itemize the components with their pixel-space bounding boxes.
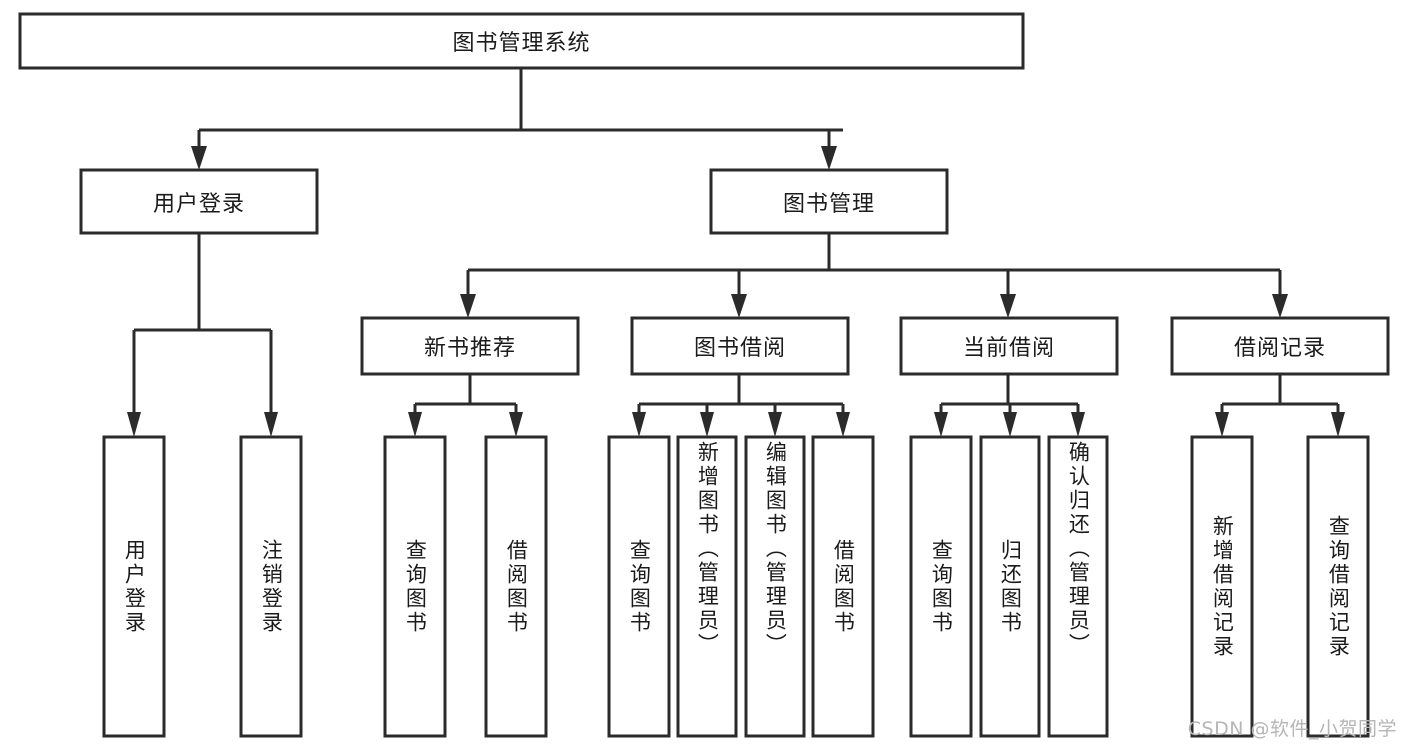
connector-group-root <box>191 68 843 170</box>
leaf-nbr-borrow-book-label: 借阅图书 <box>504 538 529 635</box>
node-current-borrow[interactable] <box>899 316 1119 376</box>
leaf-br-add-record[interactable] <box>1190 435 1254 738</box>
node-book-manage-label-wrap: 图书管理 <box>782 191 875 217</box>
leaf-br-query-record-wrap: 查询借阅记录 <box>1326 514 1351 659</box>
arrow-head-leaf-nbr-borrow <box>509 412 523 437</box>
leaf-bb-add-book-wrap: 新增图书（管理员） <box>695 441 720 657</box>
node-current-borrow-label: 当前借阅 <box>962 336 1055 361</box>
node-root-system[interactable] <box>18 12 1025 70</box>
leaf-user-login-logout[interactable] <box>239 435 303 738</box>
leaf-user-login-login[interactable] <box>102 435 166 738</box>
arrow-head-leaf-br-query <box>1331 412 1345 437</box>
leaf-cb-return-book[interactable] <box>979 435 1041 738</box>
node-user-login-label-wrap: 用户登录 <box>152 191 245 217</box>
node-borrow-record-label-wrap: 借阅记录 <box>1233 336 1326 361</box>
leaf-user-login-login-label: 用户登录 <box>122 538 147 635</box>
node-borrow-record-label: 借阅记录 <box>1233 336 1326 361</box>
node-borrow-record[interactable] <box>1170 316 1390 376</box>
connector-group-new-book-recommend <box>408 374 523 437</box>
arrow-head-new-book-recommend <box>460 294 476 318</box>
leaf-cb-return-book-wrap: 归还图书 <box>998 538 1023 635</box>
arrow-head-leaf-cb-confirm <box>1071 412 1085 437</box>
leaf-user-login-logout-wrap: 注销登录 <box>259 538 284 635</box>
leaf-cb-query-book-wrap: 查询图书 <box>929 538 954 635</box>
leaf-bb-borrow-book[interactable] <box>811 435 875 738</box>
connector-group-book-manage <box>460 233 1288 318</box>
leaf-bb-borrow-book-wrap: 借阅图书 <box>831 538 856 635</box>
arrow-head-book-manage <box>821 146 837 170</box>
arrow-head-leaf-bb-add <box>700 412 714 437</box>
node-book-manage[interactable] <box>709 168 949 235</box>
leaf-cb-query-book-label: 查询图书 <box>929 538 954 635</box>
leaf-bb-edit-book-label: 编辑图书（管理员） <box>763 441 788 657</box>
arrow-head-leaf-cb-return <box>1003 412 1017 437</box>
leaf-br-query-record[interactable] <box>1306 435 1370 738</box>
arrow-head-book-borrow <box>731 294 747 318</box>
leaf-bb-edit-book-wrap: 编辑图书（管理员） <box>763 441 788 657</box>
arrow-head-leaf-cb-query <box>934 412 948 437</box>
arrow-head-leaf-user-login <box>127 412 141 437</box>
node-user-login-label: 用户登录 <box>152 191 245 217</box>
leaf-nbr-borrow-book[interactable] <box>484 435 548 738</box>
connector-group-borrow-record <box>1215 374 1345 437</box>
leaf-bb-add-book[interactable] <box>676 435 738 738</box>
leaf-bb-query-book-label: 查询图书 <box>627 538 652 635</box>
arrow-head-leaf-br-add <box>1215 412 1229 437</box>
leaf-br-query-record-label: 查询借阅记录 <box>1326 514 1351 659</box>
leaf-cb-query-book[interactable] <box>909 435 973 738</box>
arrow-head-borrow-record <box>1272 294 1288 318</box>
leaf-user-login-login-wrap: 用户登录 <box>122 538 147 635</box>
leaf-br-add-record-label: 新增借阅记录 <box>1210 514 1235 659</box>
arrow-head-current-borrow <box>1000 294 1016 318</box>
leaf-user-login-logout-label: 注销登录 <box>259 538 284 635</box>
node-root-system-label-wrap: 图书管理系统 <box>452 31 591 56</box>
node-user-login[interactable] <box>79 168 319 235</box>
leaf-cb-return-book-label: 归还图书 <box>998 538 1023 635</box>
connector-group-current-borrow <box>934 374 1085 437</box>
leaf-bb-query-book[interactable] <box>607 435 671 738</box>
node-new-book-recommend-label-wrap: 新书推荐 <box>423 336 516 361</box>
node-book-borrow[interactable] <box>630 316 850 376</box>
leaf-nbr-query-book-wrap: 查询图书 <box>403 538 428 635</box>
node-root-system-label: 图书管理系统 <box>452 31 591 56</box>
arrow-head-leaf-bb-edit <box>768 412 782 437</box>
node-new-book-recommend[interactable] <box>360 316 580 376</box>
leaf-nbr-query-book-label: 查询图书 <box>403 538 428 635</box>
connector-group-user-login <box>127 233 278 437</box>
leaf-bb-borrow-book-label: 借阅图书 <box>831 538 856 635</box>
leaf-nbr-query-book[interactable] <box>383 435 447 738</box>
leaf-cb-confirm-return-label: 确认归还（管理员） <box>1066 441 1091 657</box>
leaf-bb-add-book-label: 新增图书（管理员） <box>695 441 720 657</box>
leaf-br-add-record-wrap: 新增借阅记录 <box>1210 514 1235 659</box>
arrow-head-leaf-bb-borrow <box>836 412 850 437</box>
arrow-head-user-login <box>191 146 207 170</box>
node-book-manage-label: 图书管理 <box>782 191 875 217</box>
node-current-borrow-label-wrap: 当前借阅 <box>962 336 1055 361</box>
connector-group-book-borrow <box>632 374 850 437</box>
leaf-cb-confirm-return[interactable] <box>1047 435 1109 738</box>
node-new-book-recommend-label: 新书推荐 <box>423 336 516 361</box>
leaf-cb-confirm-return-wrap: 确认归还（管理员） <box>1066 441 1091 657</box>
node-book-borrow-label: 图书借阅 <box>693 336 786 361</box>
leaf-bb-query-book-wrap: 查询图书 <box>627 538 652 635</box>
leaf-nbr-borrow-book-wrap: 借阅图书 <box>504 538 529 635</box>
leaf-bb-edit-book[interactable] <box>744 435 806 738</box>
arrow-head-leaf-bb-query <box>632 412 646 437</box>
arrow-head-leaf-logout <box>264 412 278 437</box>
arrow-head-leaf-nbr-query <box>408 412 422 437</box>
node-book-borrow-label-wrap: 图书借阅 <box>693 336 786 361</box>
